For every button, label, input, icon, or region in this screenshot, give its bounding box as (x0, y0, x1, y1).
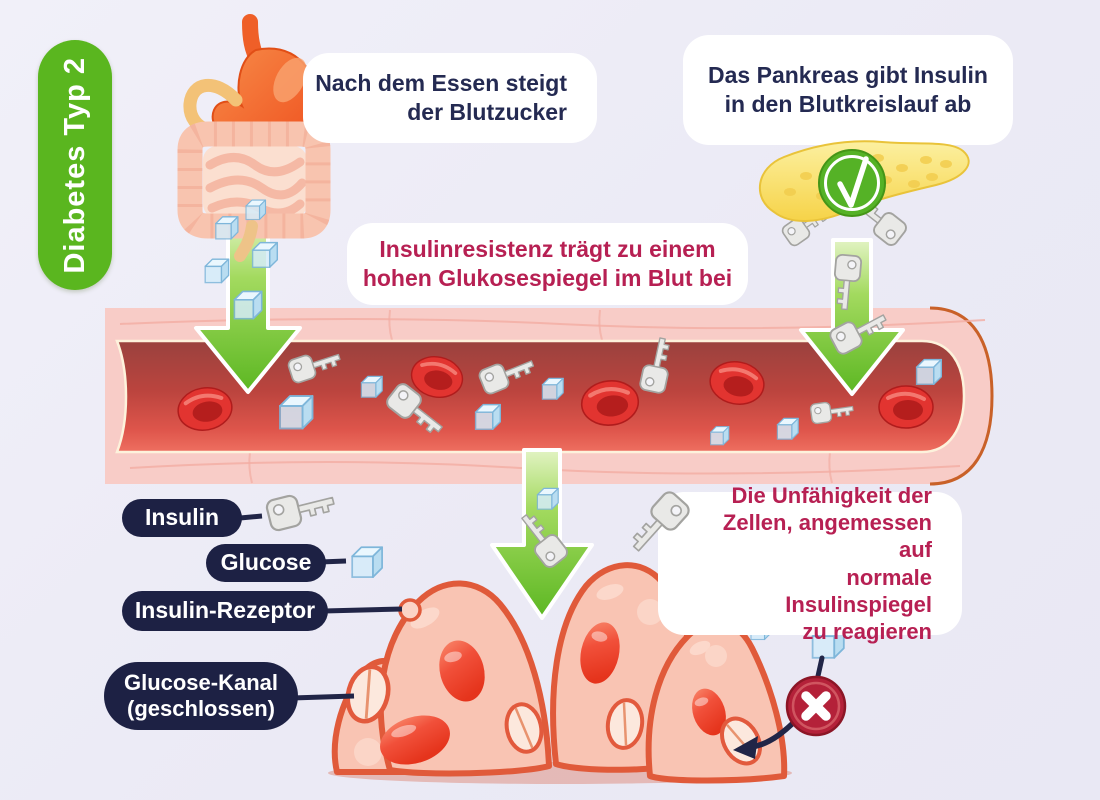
glucose-cube-icon (776, 417, 799, 440)
cell-vesicle (354, 738, 382, 766)
glucose-cube-icon (233, 290, 263, 320)
pointer-arrowhead (733, 736, 758, 759)
cell-nucleus (692, 688, 726, 736)
key-icon (264, 484, 338, 533)
callout-insulin-resistance: Insulinresistenz trägt zu einem hohen Gl… (347, 223, 748, 305)
glucose-cube-icon (360, 375, 383, 398)
title-badge: Diabetes Typ 2 (38, 40, 112, 290)
arrow-insulin-to-blood (799, 238, 905, 396)
glucose-cube-icon (536, 487, 559, 510)
callout-line: zu reagieren (802, 619, 932, 645)
blocked-channel-indicator (733, 655, 847, 759)
intestine-outlet (234, 220, 258, 262)
legend-label-glucose: Glucose (220, 549, 312, 576)
callout-line: Insulinresistenz trägt zu einem (379, 236, 716, 263)
glucose-cube-icon (351, 546, 383, 578)
legend-label-glucose-channel-line1: Glucose-Kanal (123, 670, 279, 696)
callout-line: hohen Glukosespiegel im Blut bei (362, 265, 733, 291)
callout-after-eating: Nach dem Essen steigt der Blutzucker (303, 53, 597, 143)
cell-nucleus (380, 715, 450, 765)
legend-pill-glucose-channel: Glucose-Kanal (geschlossen) (104, 662, 298, 730)
vessel-wall-streak (129, 461, 961, 475)
digestive-system-illustration (177, 14, 331, 262)
legend-label-insulin-receptor: Insulin-Rezeptor (134, 597, 316, 624)
callout-line: Zellen, angemessen auf (722, 509, 932, 563)
callout-line: normale Insulinspiegel (785, 564, 932, 617)
glucose-cube-icon (474, 403, 502, 431)
callout-pancreas: Das Pankreas gibt Insulin in den Blutkre… (683, 35, 1013, 145)
callout-line: der Blutzucker (407, 99, 567, 125)
callout-line: in den Blutkreislauf ab (724, 91, 972, 117)
glucose-cube-icon (279, 395, 314, 430)
cell-nucleus (439, 640, 485, 702)
glucose-cube-icon (541, 377, 564, 400)
legend-pill-glucose: Glucose (206, 544, 326, 582)
legend-label-insulin: Insulin (144, 504, 220, 531)
glucose-cube-icon (204, 258, 230, 284)
insulin-key-icon (779, 200, 834, 249)
title-badge-label: Diabetes Typ 2 (58, 56, 91, 274)
glucose-cube-icon (245, 199, 267, 221)
cell-vesicle (637, 599, 663, 625)
red-blood-cell (877, 384, 935, 430)
callout-line: Die Unfähigkeit der (731, 482, 932, 508)
legend-connectors (239, 484, 403, 701)
callout-line: Nach dem Essen steigt (315, 70, 567, 97)
glucose-cube-icon (251, 241, 279, 269)
glucose-cube-icon (710, 426, 730, 446)
cell-nucleus (580, 622, 620, 684)
callout-line: Das Pankreas gibt Insulin (708, 62, 988, 89)
legend-pill-insulin: Insulin (122, 499, 242, 537)
callout-cell-inability: Die Unfähigkeit der Zellen, angemessen a… (658, 483, 962, 644)
glucose-cube-icon (215, 216, 239, 240)
legend-pill-insulin-receptor: Insulin-Rezeptor (122, 591, 328, 631)
cell-vesicle (705, 645, 727, 667)
legend-label-glucose-channel-line2: (geschlossen) (127, 696, 275, 721)
large-intestine (177, 121, 331, 239)
insulin-receptor-bump (398, 598, 422, 622)
glucose-cube-icon (915, 358, 943, 386)
